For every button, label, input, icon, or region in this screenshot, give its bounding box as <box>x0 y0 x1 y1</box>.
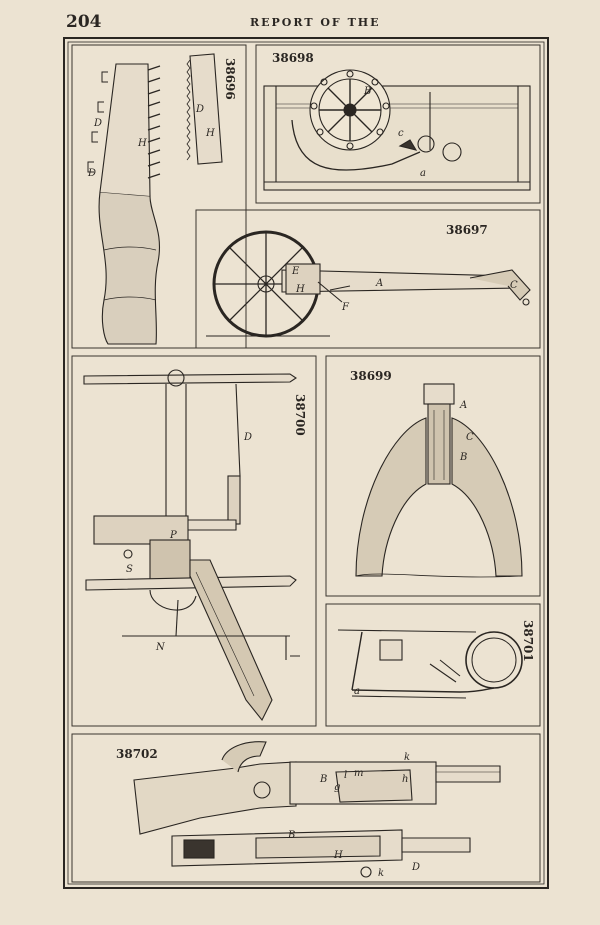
figure-number-38701: 38701 <box>521 620 535 662</box>
page-number: 204 <box>66 12 102 32</box>
panel-38702 <box>71 733 541 883</box>
label-D: D <box>195 104 204 115</box>
figure-38698 <box>263 69 531 191</box>
label-B: B <box>287 830 295 841</box>
label-H: H <box>137 138 147 149</box>
label-N: N <box>155 642 166 653</box>
label-k: k <box>378 868 384 879</box>
label-H: H <box>333 850 343 861</box>
figure-number-38702: 38702 <box>116 747 158 761</box>
label-A: A <box>459 400 467 411</box>
panel-38696 <box>71 44 247 349</box>
label-D: D <box>93 118 102 129</box>
panel-38699 <box>325 355 541 597</box>
label-H: H <box>205 128 215 139</box>
label-h: h <box>402 774 408 785</box>
figure-38697 <box>206 230 531 338</box>
page-header: 204 REPORT OF THE <box>0 12 600 36</box>
panel-38700 <box>71 355 317 727</box>
label-c: c <box>398 128 404 139</box>
figure-38701 <box>337 629 523 699</box>
label-B: B <box>319 774 327 785</box>
figure-38696 <box>87 53 223 345</box>
figure-38702 <box>133 741 501 878</box>
label-D: D <box>411 862 420 873</box>
label-E: E <box>291 266 300 277</box>
label-l: l <box>344 770 347 781</box>
running-title: REPORT OF THE <box>250 16 381 29</box>
label-F: F <box>341 302 350 313</box>
panel-38697 <box>195 209 541 349</box>
label-D: D <box>243 432 252 443</box>
plate-border <box>63 37 549 889</box>
label-A: A <box>375 278 383 289</box>
figure-number-38700: 38700 <box>293 394 307 436</box>
panel-38701 <box>325 603 541 727</box>
plate-inner-border <box>67 41 545 885</box>
figure-number-38698: 38698 <box>272 51 314 65</box>
label-g: g <box>334 782 340 793</box>
label-P: P <box>169 530 177 541</box>
label-D: D <box>87 168 96 179</box>
label-H: H <box>295 284 305 295</box>
label-B: B <box>459 452 467 463</box>
label-S: S <box>126 564 133 575</box>
figure-number-38699: 38699 <box>350 369 392 383</box>
figure-number-38696: 38696 <box>223 58 237 100</box>
figure-number-38697: 38697 <box>446 223 488 237</box>
figure-38700 <box>83 369 300 722</box>
label-k: k <box>404 752 410 763</box>
label-C: C <box>466 432 474 443</box>
label-m: m <box>354 768 363 779</box>
label-C: C <box>510 280 518 291</box>
label-a: a <box>420 168 426 179</box>
panel-38698 <box>255 44 541 204</box>
label-a: a <box>354 686 360 697</box>
label-B: B <box>363 86 371 97</box>
figure-38699 <box>355 383 523 578</box>
